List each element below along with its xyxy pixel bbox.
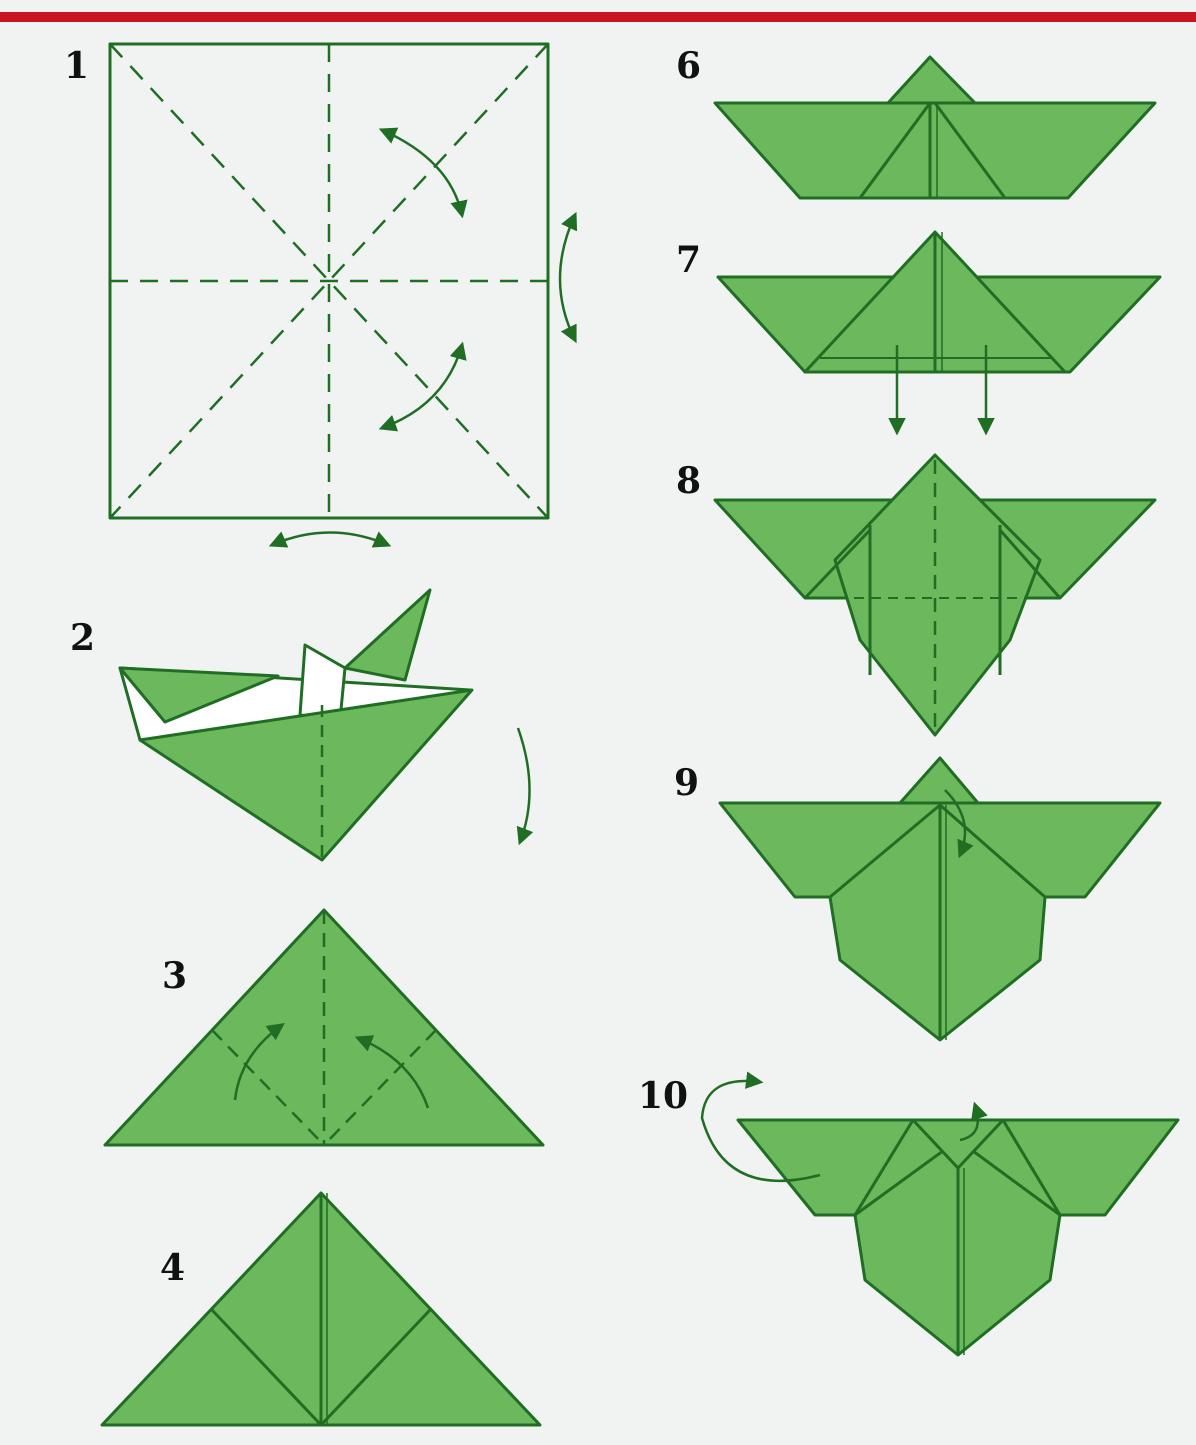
step-2-collapsing-base xyxy=(118,588,534,862)
step-3-triangle xyxy=(103,908,545,1147)
top-accent-bar xyxy=(0,12,1196,22)
curved-arrow-icon xyxy=(268,531,392,548)
step-label-10: 10 xyxy=(638,1075,689,1117)
step-9-body xyxy=(718,756,1162,1042)
curved-arrow-icon xyxy=(700,1071,821,1183)
step-label-9: 9 xyxy=(674,762,700,804)
curved-arrow-icon xyxy=(378,341,467,432)
step-8-body xyxy=(713,453,1157,737)
step-label-2: 2 xyxy=(70,617,96,659)
step-label-3: 3 xyxy=(162,955,188,997)
step-6-boat xyxy=(713,55,1157,200)
step-label-6: 6 xyxy=(676,45,702,87)
step-label-7: 7 xyxy=(676,239,702,281)
step-label-1: 1 xyxy=(64,45,90,87)
curved-arrow-icon xyxy=(354,1035,430,1109)
curved-arrow-icon xyxy=(944,789,974,859)
curved-arrow-icon xyxy=(233,1022,285,1101)
step-7-boat xyxy=(716,230,1162,436)
step-10-finished xyxy=(700,1071,1180,1357)
step-label-4: 4 xyxy=(160,1247,186,1289)
curved-arrow-icon xyxy=(516,727,534,846)
curved-arrow-icon xyxy=(558,211,578,344)
step-1-square xyxy=(108,42,578,548)
step-4-triangle xyxy=(100,1191,542,1427)
step-label-8: 8 xyxy=(676,460,702,502)
curved-arrow-icon xyxy=(959,1101,988,1142)
curved-arrow-icon xyxy=(378,127,468,219)
